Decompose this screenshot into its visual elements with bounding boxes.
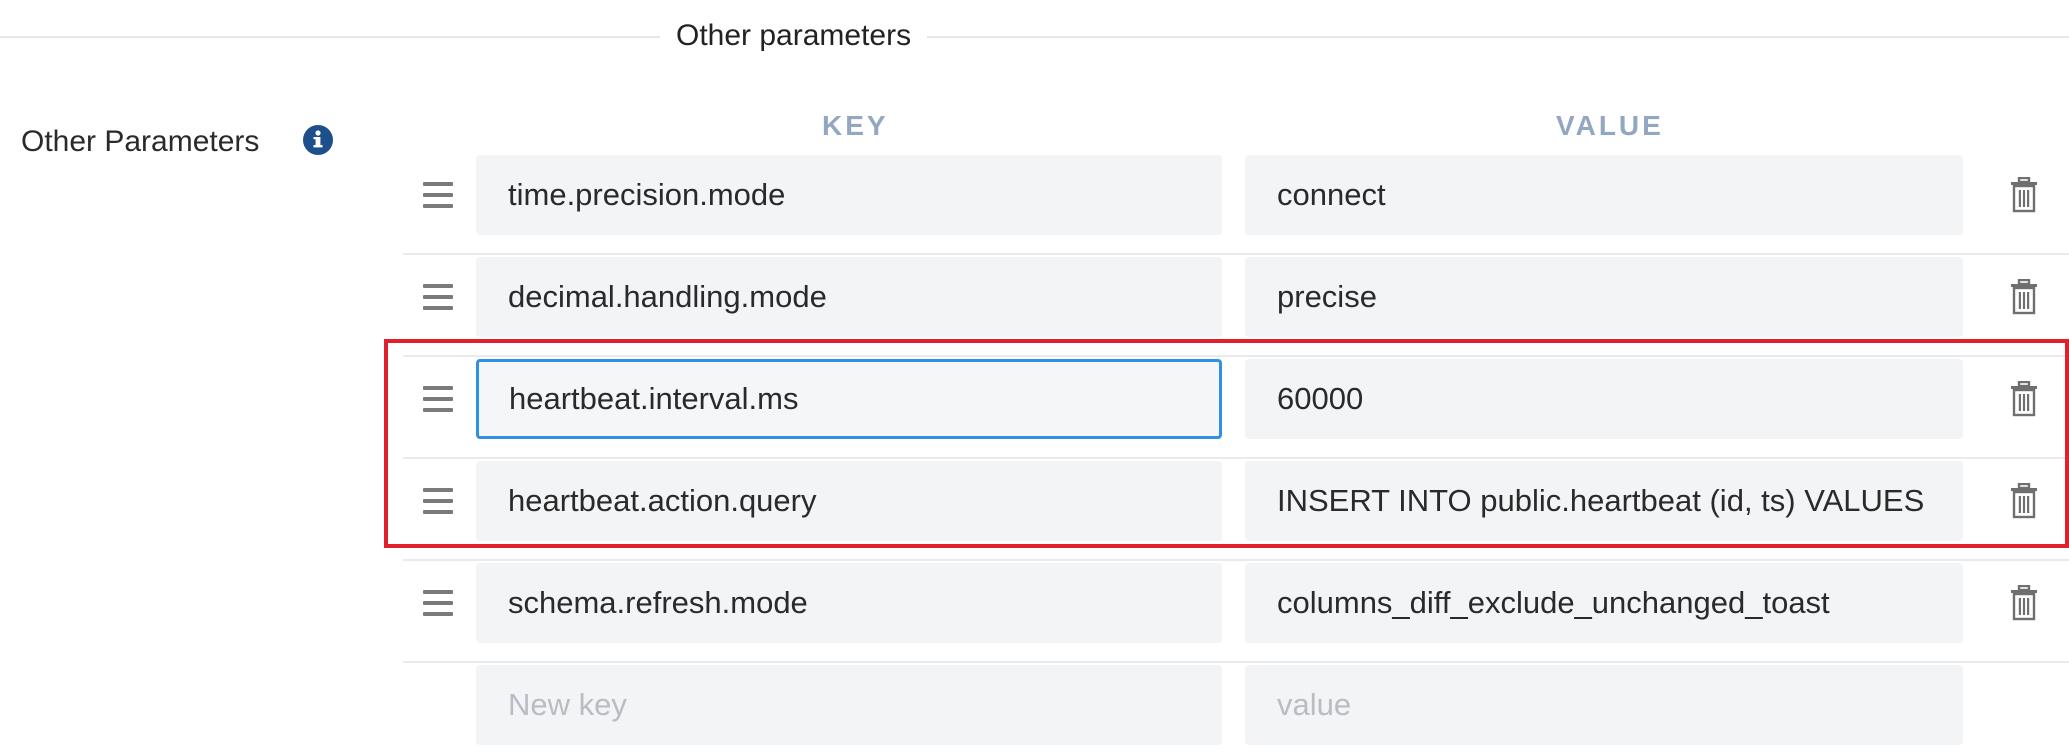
parameter-row [403,563,2069,663]
other-parameters-label: Other Parameters [21,125,260,158]
new-value-input[interactable] [1245,665,1963,745]
parameter-key-input[interactable] [476,461,1222,541]
parameter-row [403,155,2069,255]
section-title: Other parameters [660,14,928,58]
value-column-header: VALUE [1556,110,1664,141]
new-parameter-row [403,665,2069,756]
row-divider [403,457,2069,459]
trash-icon[interactable] [2009,279,2039,315]
parameter-value-input[interactable] [1245,563,1963,643]
key-column-header: KEY [822,110,889,141]
parameter-value-input[interactable] [1245,359,1963,439]
trash-icon[interactable] [2009,585,2039,621]
parameter-key-input[interactable] [476,257,1222,337]
drag-handle-icon[interactable] [423,590,453,616]
trash-icon[interactable] [2009,381,2039,417]
section-divider [0,36,2069,38]
row-divider [403,661,2069,663]
drag-handle-icon[interactable] [423,284,453,310]
drag-handle-icon[interactable] [423,386,453,412]
parameter-row [403,359,2069,459]
parameter-value-input[interactable] [1245,155,1963,235]
row-divider [403,355,2069,357]
parameter-value-input[interactable] [1245,461,1963,541]
drag-handle-icon[interactable] [423,182,453,208]
new-key-input[interactable] [476,665,1222,745]
trash-icon[interactable] [2009,177,2039,213]
drag-handle-icon[interactable] [423,488,453,514]
trash-icon[interactable] [2009,483,2039,519]
row-divider [403,253,2069,255]
parameter-value-input[interactable] [1245,257,1963,337]
parameter-key-input[interactable] [476,563,1222,643]
row-divider [403,559,2069,561]
parameter-row [403,257,2069,357]
info-circle-icon[interactable] [302,124,334,156]
parameter-row [403,461,2069,561]
parameter-key-input[interactable] [476,155,1222,235]
parameter-key-input[interactable] [476,359,1222,439]
